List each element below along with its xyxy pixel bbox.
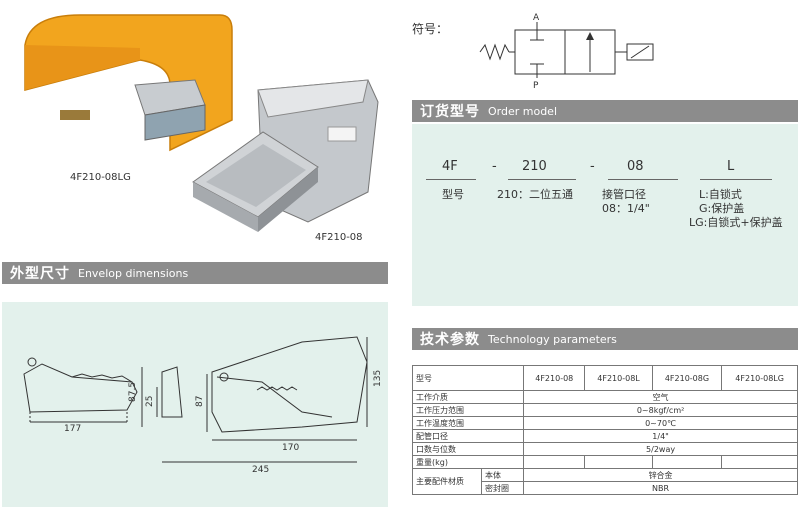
header-4f210-08g: 4F210-08G [651, 365, 723, 391]
material-value: NBR [523, 481, 798, 495]
desc-port-1: 接管口径 [602, 188, 646, 201]
dim-177: 177 [64, 424, 81, 434]
envelop-title-cn: 外型尺寸 [10, 266, 70, 282]
dim-87: 87 [195, 396, 205, 407]
table-row: 密封圈 NBR [413, 481, 798, 495]
row-label: 工作温度范围 [411, 416, 525, 430]
code-4f: 4F [442, 159, 458, 174]
code-210: 210 [522, 159, 547, 174]
row-label: 重量(kg) [411, 455, 525, 469]
code-dash-1: - [492, 159, 497, 174]
code-l: L [727, 159, 735, 174]
material-part: 本体 [480, 468, 525, 482]
row-value: 0~8kgf/cm² [523, 403, 798, 417]
dimension-drawing: 177 87.5 25 87 170 245 135 [23, 336, 383, 475]
desc-210: 210：二位五通 [497, 188, 573, 201]
product-photo-4f210-08 [192, 79, 379, 232]
symbol-label: 符号： [412, 22, 449, 36]
material-part: 密封圈 [480, 481, 525, 495]
desc-port-2: 08：1/4" [602, 202, 650, 215]
row-value: 5/2way [523, 442, 798, 456]
header-4f210-08lg: 4F210-08LG [721, 365, 798, 391]
materials-label: 主要配件材质 [412, 468, 482, 495]
desc-l-1: L:自锁式 [699, 188, 742, 201]
desc-type: 型号 [442, 188, 464, 201]
tech-title-en: Technology parameters [488, 332, 617, 346]
port-p-label: P [533, 81, 539, 90]
order-model-panel: 4F - 210 - 08 L 型号 210：二位五通 接管口径 08：1/4"… [412, 124, 798, 306]
row-label: 口数与位数 [411, 442, 525, 456]
envelop-panel: 177 87.5 25 87 170 245 135 [2, 302, 388, 507]
table-row: 工作介质 空气 [411, 390, 798, 404]
product1-label: 4F210-08LG [70, 172, 131, 183]
product2-label: 4F210-08 [315, 232, 363, 243]
port-a-label: A [533, 13, 540, 23]
row-value: 空气 [523, 390, 798, 404]
envelop-header: 外型尺寸 Envelop dimensions [2, 262, 388, 284]
table-row: 工作压力范围 0~8kgf/cm² [411, 403, 798, 417]
row-value: 1/4" [523, 429, 798, 443]
order-model-title-cn: 订货型号 [420, 104, 480, 120]
header-model: 型号 [411, 365, 525, 391]
dim-245: 245 [252, 465, 269, 475]
order-model-title-en: Order model [488, 104, 558, 118]
table-header-row: 型号 4F210-08 4F210-08L 4F210-08G 4F210-08… [411, 365, 798, 391]
tech-header: 技术参数 Technology parameters [412, 328, 798, 350]
product-photo-4f210-08lg [24, 14, 233, 152]
header-4f210-08: 4F210-08 [523, 365, 586, 391]
tech-title-cn: 技术参数 [420, 332, 480, 348]
tech-table: 型号 4F210-08 4F210-08L 4F210-08G 4F210-08… [411, 365, 798, 495]
table-row: 主要配件材质 本体 锌合金 [412, 468, 798, 495]
code-08: 08 [627, 159, 644, 174]
dim-170: 170 [282, 443, 299, 453]
table-row: 重量(kg) [411, 455, 798, 469]
code-dash-2: - [590, 159, 595, 174]
table-row: 口数与位数 5/2way [411, 442, 798, 456]
valve-symbol: A P [479, 13, 654, 90]
header-4f210-08l: 4F210-08L [584, 365, 653, 391]
dim-25: 25 [145, 396, 155, 407]
table-row: 工作温度范围 0~70℃ [411, 416, 798, 430]
dim-135: 135 [373, 370, 383, 387]
table-row: 配管口径 1/4" [411, 429, 798, 443]
envelop-title-en: Envelop dimensions [78, 266, 189, 280]
order-model-header: 订货型号 Order model [412, 100, 798, 122]
row-value: 0~70℃ [523, 416, 798, 430]
row-label: 工作压力范围 [411, 403, 525, 417]
material-value: 锌合金 [523, 468, 798, 482]
row-label: 工作介质 [411, 390, 525, 404]
dim-87-5: 87.5 [128, 382, 138, 402]
row-label: 配管口径 [411, 429, 525, 443]
desc-l-2: G:保护盖 [699, 202, 745, 215]
desc-l-3: LG:自锁式+保护盖 [689, 216, 783, 229]
